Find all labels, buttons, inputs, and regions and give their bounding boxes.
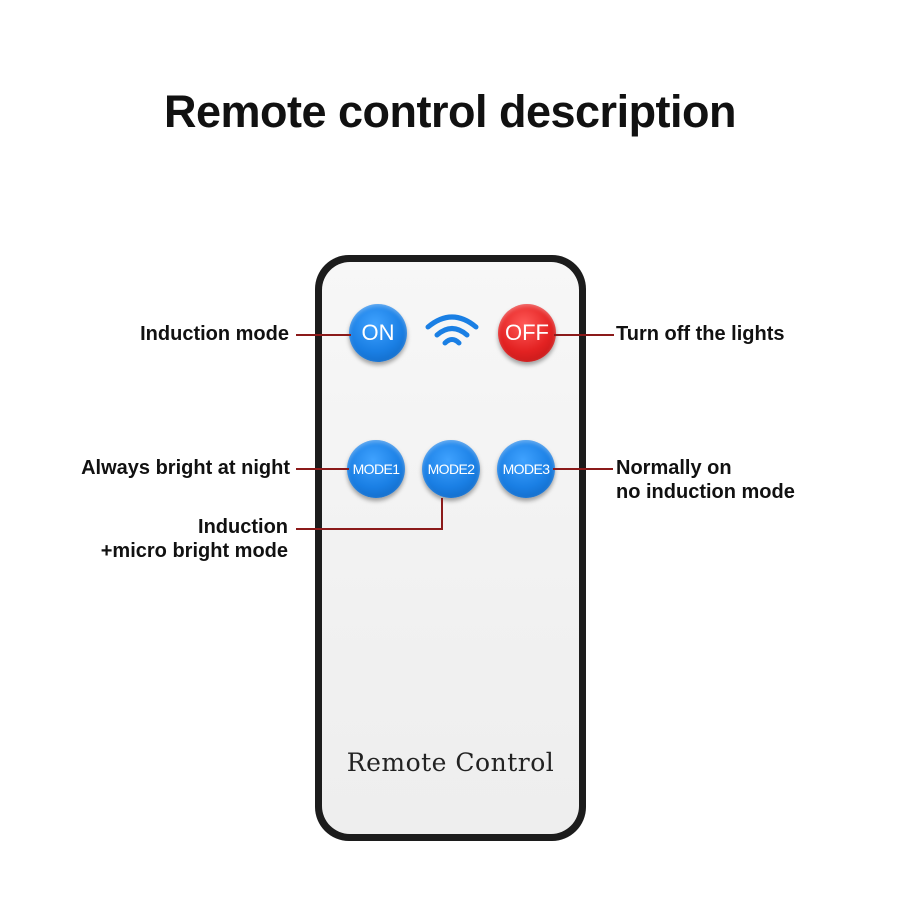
mode3-leader-line bbox=[553, 468, 613, 470]
mode1-callout: Always bright at night bbox=[81, 456, 290, 480]
on-button-label: ON bbox=[362, 320, 395, 346]
off-callout: Turn off the lights bbox=[616, 322, 785, 346]
mode2-callout-line2: +micro bright mode bbox=[101, 539, 288, 563]
mode2-button-label: MODE2 bbox=[428, 461, 475, 477]
mode3-button[interactable]: MODE3 bbox=[497, 440, 555, 498]
mode3-callout-line1: Normally on bbox=[616, 456, 795, 480]
on-button[interactable]: ON bbox=[349, 304, 407, 362]
mode1-leader-line bbox=[296, 468, 349, 470]
on-callout: Induction mode bbox=[140, 322, 289, 346]
off-button-label: OFF bbox=[505, 320, 549, 346]
off-button[interactable]: OFF bbox=[498, 304, 556, 362]
remote-brand-label: Remote Control bbox=[322, 748, 579, 777]
mode2-callout-line1: Induction bbox=[101, 515, 288, 539]
wifi-signal-icon bbox=[424, 313, 480, 353]
mode2-leader-horizontal bbox=[296, 528, 443, 530]
mode3-button-label: MODE3 bbox=[503, 461, 550, 477]
mode2-button[interactable]: MODE2 bbox=[422, 440, 480, 498]
mode1-button[interactable]: MODE1 bbox=[347, 440, 405, 498]
mode2-callout: Induction +micro bright mode bbox=[101, 515, 288, 563]
mode1-button-label: MODE1 bbox=[353, 461, 400, 477]
on-leader-line bbox=[296, 334, 351, 336]
mode3-callout: Normally on no induction mode bbox=[616, 456, 795, 504]
off-leader-line bbox=[554, 334, 614, 336]
mode3-callout-line2: no induction mode bbox=[616, 480, 795, 504]
mode2-leader-vertical bbox=[441, 498, 443, 530]
page-title: Remote control description bbox=[0, 86, 900, 138]
